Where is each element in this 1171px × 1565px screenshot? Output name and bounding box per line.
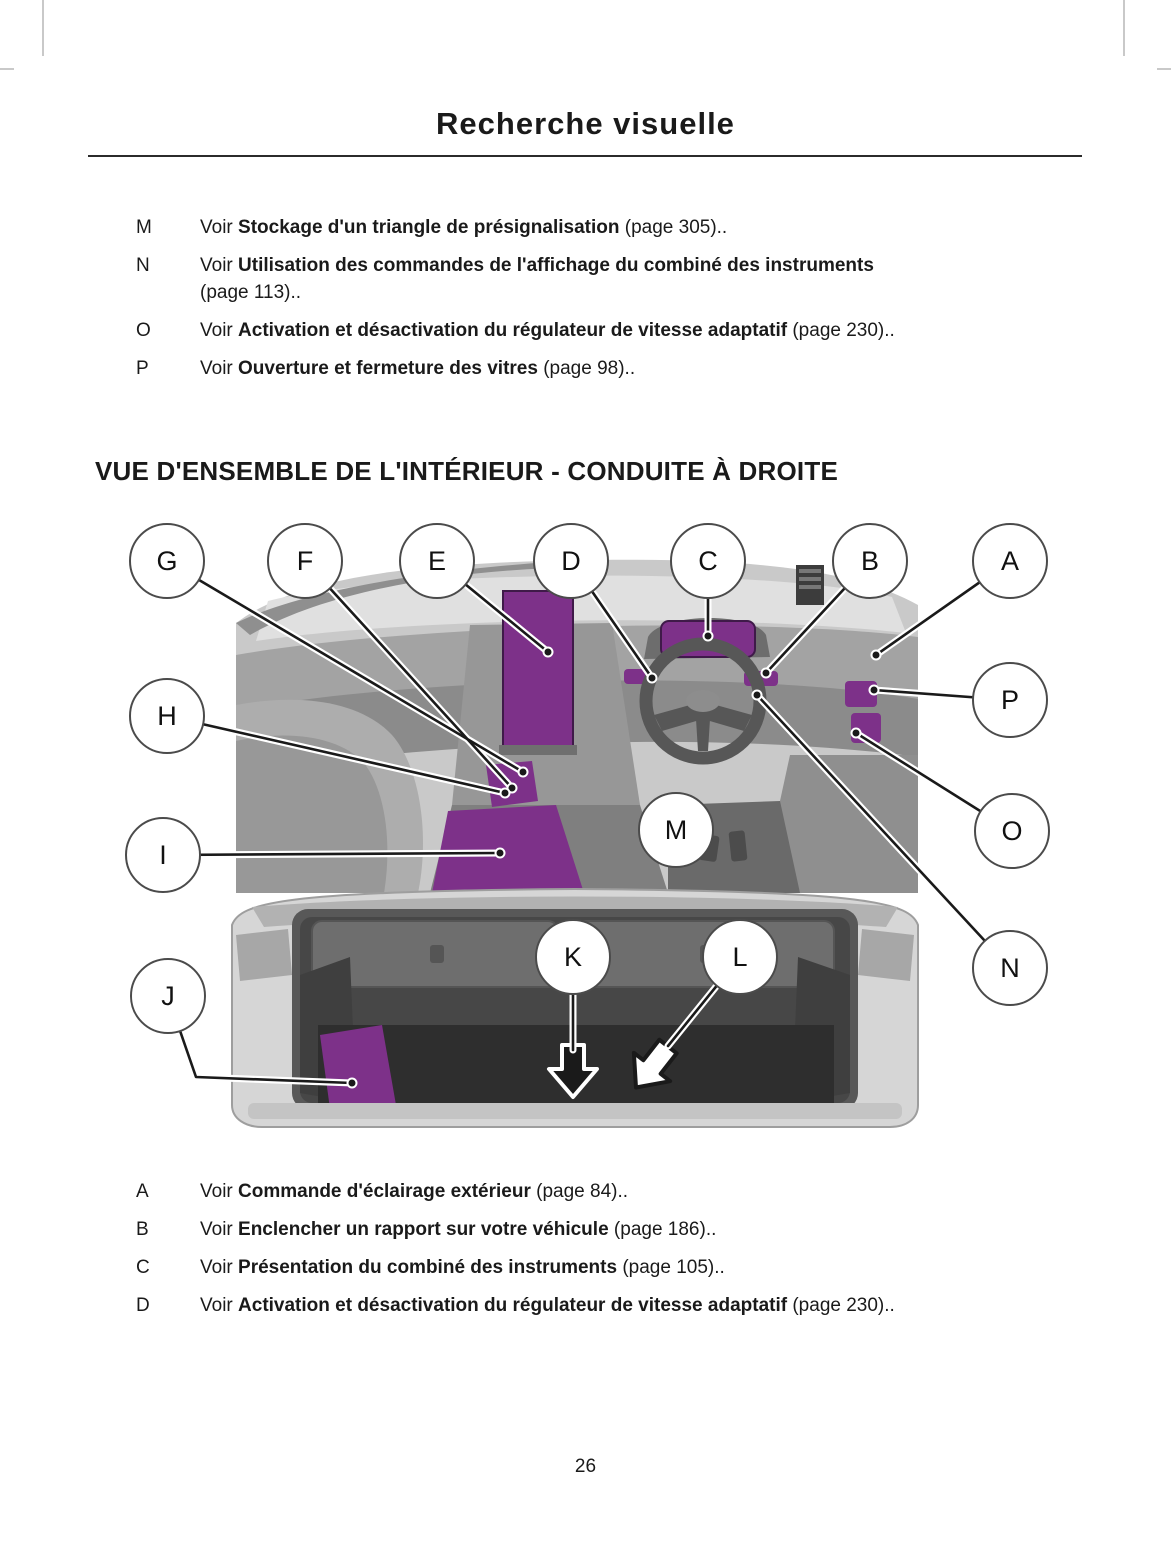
door-controls-highlight [845,681,877,707]
callout-E: E [399,523,475,599]
item-bold: Enclencher un rapport sur votre véhicule [238,1219,609,1240]
item-bold: Stockage d'un triangle de présignalisati… [238,217,620,238]
callout-B: B [832,523,908,599]
item-letter: D [136,1295,150,1316]
item-suffix: (page 186).. [608,1219,717,1240]
crop-mark [1123,0,1125,56]
item-text: Voir Activation et désactivation du régu… [200,317,895,344]
item-text: Voir Ouverture et fermeture des vitres (… [200,355,635,382]
callout-N: N [972,930,1048,1006]
item-suffix: (page 98).. [537,358,636,379]
item-text: Voir Présentation du combiné des instrum… [200,1254,725,1281]
callout-O: O [974,793,1050,869]
list-item: O Voir Activation et désactivation du ré… [136,317,1042,344]
page-title: Recherche visuelle [436,106,735,141]
crop-mark [0,68,14,70]
item-bold: Utilisation des commandes de l'affichage… [238,255,874,276]
item-text: Voir Activation et désactivation du régu… [200,1292,895,1319]
item-prefix: Voir [200,320,239,341]
list-item: A Voir Commande d'éclairage extérieur (p… [136,1178,1042,1205]
list-item: P Voir Ouverture et fermeture des vitres… [136,355,1042,382]
item-bold: Présentation du combiné des instruments [238,1257,618,1278]
list-item: B Voir Enclencher un rapport sur votre v… [136,1216,1042,1243]
callout-D: D [533,523,609,599]
title-divider [88,155,1082,157]
bottom-reference-list: A Voir Commande d'éclairage extérieur (p… [136,1178,1042,1330]
section-heading: VUE D'ENSEMBLE DE L'INTÉRIEUR - CONDUITE… [95,456,838,486]
item-text: Voir Enclencher un rapport sur votre véh… [200,1216,716,1243]
item-bold: Commande d'éclairage extérieur [238,1181,531,1202]
item-prefix: Voir [200,1295,239,1316]
item-suffix: (page 230).. [787,320,895,341]
item-bold: Activation et désactivation du régulateu… [238,1295,788,1316]
list-item: M Voir Stockage d'un triangle de présign… [136,214,1042,241]
callout-P: P [972,662,1048,738]
callout-L: L [702,919,778,995]
item-suffix: (page 105).. [617,1257,725,1278]
interior-diagram-illustration [159,557,1016,1128]
list-item: C Voir Présentation du combiné des instr… [136,1254,1042,1281]
item-suffix: (page 113).. [200,282,302,303]
item-prefix: Voir [200,358,239,379]
item-suffix: (page 230).. [787,1295,895,1316]
leader-endpoints [346,630,882,1089]
callout-G: G [129,523,205,599]
item-text: Voir Stockage d'un triangle de présignal… [200,214,727,241]
item-letter: A [136,1181,149,1202]
item-suffix: (page 84).. [530,1181,629,1202]
item-text: Voir Utilisation des commandes de l'affi… [200,252,920,306]
callout-A: A [972,523,1048,599]
item-prefix: Voir [200,1219,239,1240]
item-prefix: Voir [200,217,239,238]
list-item: D Voir Activation et désactivation du ré… [136,1292,1042,1319]
crop-mark [42,0,44,56]
item-text: Voir Commande d'éclairage extérieur (pag… [200,1178,628,1205]
item-prefix: Voir [200,1181,239,1202]
item-prefix: Voir [200,1257,239,1278]
item-prefix: Voir [200,255,239,276]
top-reference-list: M Voir Stockage d'un triangle de présign… [136,214,1042,393]
item-letter: M [136,217,152,238]
touchscreen-highlight [502,590,574,748]
item-letter: N [136,255,150,276]
item-bold: Ouverture et fermeture des vitres [238,358,538,379]
down-left-arrow-icon [631,1037,679,1090]
arrow-icons [547,1037,679,1099]
callout-H: H [129,678,205,754]
item-letter: O [136,320,151,341]
callout-M: M [638,792,714,868]
callout-K: K [535,919,611,995]
cargo-highlight [320,1025,396,1109]
list-item: N Voir Utilisation des commandes de l'af… [136,252,1042,306]
item-bold: Activation et désactivation du régulateu… [238,320,788,341]
callout-C: C [670,523,746,599]
down-arrow-icon [547,1043,599,1099]
interior-diagram: G F E D C B A P H O I M K L N J [0,505,1171,1155]
item-suffix: (page 305).. [619,217,728,238]
crop-mark [1157,68,1171,70]
page-number: 26 [574,1456,597,1477]
dashboard-view [236,559,918,893]
callout-F: F [267,523,343,599]
item-letter: C [136,1257,150,1278]
item-letter: B [136,1219,149,1240]
seat-highlight [432,805,584,893]
callout-I: I [125,817,201,893]
item-letter: P [136,358,149,379]
callout-J: J [130,958,206,1034]
